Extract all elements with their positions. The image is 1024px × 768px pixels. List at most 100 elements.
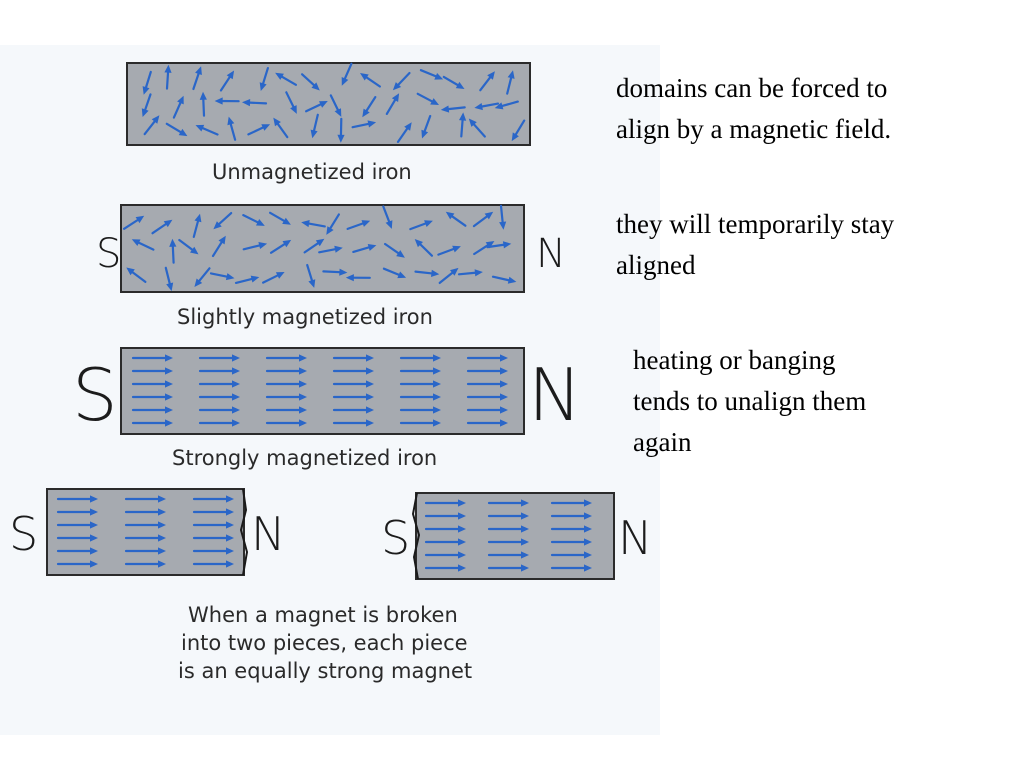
domain-arrow (332, 393, 374, 401)
domain-arrow (473, 241, 495, 256)
domain-arrow (392, 71, 411, 91)
domain-arrow (198, 354, 240, 362)
domain-arrow (301, 73, 320, 91)
domain-arrow (487, 564, 529, 572)
domain-arrow (479, 71, 495, 92)
domain-arrow (399, 380, 441, 388)
domain-arrow (437, 245, 461, 256)
domain-arrow (345, 274, 371, 282)
unmagnetized-iron-bar (126, 62, 531, 146)
domain-arrow (273, 117, 289, 139)
domain-arrow (438, 267, 459, 284)
note-line: again (633, 427, 692, 457)
domain-arrow (487, 551, 529, 559)
domain-arrow (56, 521, 98, 529)
domain-arrow (259, 66, 269, 91)
domain-arrows-aligned (131, 354, 508, 427)
domain-arrow (219, 70, 235, 92)
domain-arrow (192, 495, 234, 503)
domain-arrow (360, 73, 381, 88)
domain-arrow (352, 244, 377, 253)
left-piece-north-label: N (251, 507, 285, 561)
domain-arrow (466, 354, 508, 362)
domain-arrow (486, 241, 512, 249)
left-piece-bar (46, 488, 245, 576)
domain-arrow (227, 116, 237, 141)
domain-arrow (310, 113, 319, 139)
domain-arrow (445, 211, 467, 227)
domain-arrow (399, 354, 441, 362)
domain-arrow (131, 239, 155, 251)
domain-arrow (487, 512, 529, 520)
domain-arrow (382, 205, 393, 229)
domain-arrow (424, 564, 466, 572)
domain-arrow (247, 124, 271, 136)
domain-arrow (211, 235, 226, 258)
domain-arrow (416, 92, 439, 105)
domain-arrow (301, 220, 326, 228)
domain-arrow (265, 354, 307, 362)
unmagnetized-panel: Unmagnetized iron (126, 62, 531, 184)
domain-arrow (265, 367, 307, 375)
strongly-magnetized-caption: Strongly magnetized iron (172, 446, 437, 470)
domain-arrow (169, 238, 177, 264)
domain-arrow (487, 538, 529, 546)
domain-arrow (332, 406, 374, 414)
domain-arrow (424, 499, 466, 507)
note-line: aligned (616, 250, 696, 280)
domain-arrow (126, 267, 147, 283)
strongly-magnetized-panel: S N Strongly magnetized iron (72, 347, 582, 470)
domain-arrow (131, 367, 173, 375)
domain-arrow (511, 119, 526, 142)
broken-magnet-panel: S N S N When a magnet is broken into two… (9, 488, 652, 683)
domain-arrow (421, 114, 432, 139)
domain-arrow (459, 112, 467, 138)
domain-arrow (124, 508, 166, 516)
domain-arrow (318, 245, 343, 254)
domain-arrow (242, 214, 265, 226)
domain-arrows-partial (122, 204, 517, 292)
domain-arrow (213, 212, 233, 230)
domain-arrow (198, 393, 240, 401)
domain-arrow (466, 367, 508, 375)
domain-arrow (474, 102, 500, 111)
south-pole-label: S (96, 231, 121, 277)
domain-arrow (491, 275, 517, 284)
domain-arrow (265, 393, 307, 401)
domain-arrow (56, 508, 98, 516)
note-line: heating or banging (633, 345, 836, 375)
broken-caption-line-2: into two pieces, each piece (181, 631, 468, 655)
note-line: domains can be forced to (616, 73, 888, 103)
domain-arrow (122, 215, 145, 230)
domain-arrow (424, 538, 466, 546)
domain-arrow (322, 268, 348, 276)
domain-arrow (265, 380, 307, 388)
left-piece-arrows (56, 495, 234, 568)
domain-arrow (424, 512, 466, 520)
domain-arrow (506, 70, 515, 95)
domain-arrow (165, 122, 188, 137)
domain-arrow (56, 495, 98, 503)
north-pole-label: N (528, 353, 582, 437)
left-piece-break-edge (239, 488, 249, 576)
domain-arrow (399, 419, 441, 427)
right-piece-arrows (424, 499, 592, 572)
domain-arrow (466, 380, 508, 388)
domain-arrow (124, 534, 166, 542)
domain-arrow (550, 512, 592, 520)
domain-arrow (198, 419, 240, 427)
domain-arrow (351, 120, 377, 129)
right-piece-break-edge (411, 492, 421, 580)
broken-caption-line-3: is an equally strong magnet (178, 659, 472, 683)
domain-arrow (214, 97, 240, 105)
domain-arrow (468, 118, 486, 138)
domain-arrow (56, 534, 98, 542)
domain-arrow (466, 406, 508, 414)
magnetic-domains-diagram: Unmagnetized iron S N Slightly magnetize… (9, 62, 652, 683)
slightly-magnetized-caption: Slightly magnetized iron (177, 305, 433, 329)
domain-arrow (332, 354, 374, 362)
broken-caption-line-1: When a magnet is broken (188, 603, 458, 627)
